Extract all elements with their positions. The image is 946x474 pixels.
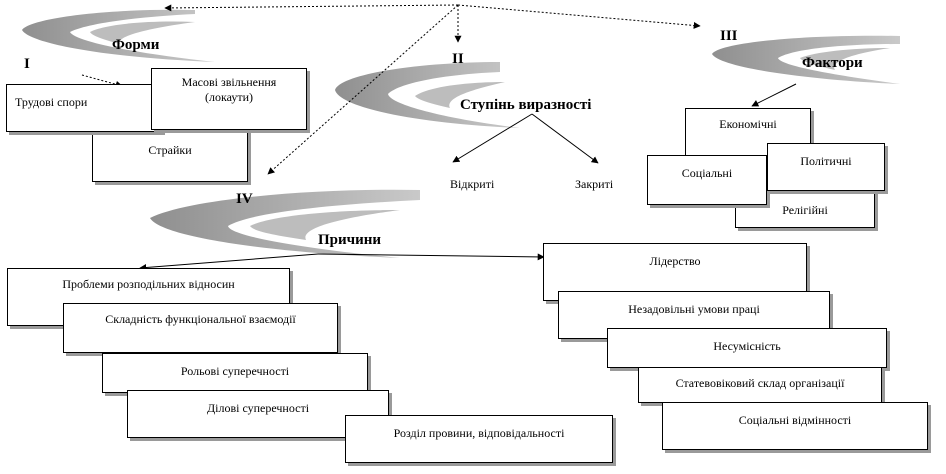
cause-left-4-label: Ділові суперечності [206, 401, 310, 415]
cause-right-3: Несумісність [607, 328, 887, 368]
section-4-title: Причини [318, 232, 382, 248]
cause-right-1-label: Лідерство [649, 254, 701, 268]
cause-right-5: Соціальні відмінності [662, 402, 928, 450]
section-4-numeral: IV [236, 191, 253, 207]
cause-left-5: Розділ провини, відповідальності [345, 415, 613, 463]
box-labor-disputes-label: Трудові спори [15, 95, 88, 109]
swoosh-shape-2 [335, 62, 520, 128]
box-economic: Економічні [685, 108, 811, 158]
solid-connectors [139, 83, 797, 271]
box-economic-label: Економічні [719, 117, 777, 131]
swoosh-shape-1 [22, 9, 215, 62]
box-political-label: Політичні [800, 154, 852, 168]
hub-connectors [81, 4, 701, 175]
box-social: Соціальні [647, 155, 767, 205]
cause-right-5-label: Соціальні відмінності [738, 413, 852, 427]
cause-right-3-label: Несумісність [713, 339, 781, 353]
box-political: Політичні [767, 143, 885, 191]
box-social-label: Соціальні [681, 166, 733, 180]
cause-left-2: Складність функціональної взаємодії [63, 303, 338, 353]
box-labor-disputes: Трудові спори [6, 84, 162, 132]
box-mass-layoffs-label: Масові звільнення (локаути) [181, 75, 277, 104]
cause-left-3-label: Рольові суперечності [180, 364, 290, 378]
cause-left-1-label: Проблеми розподільних відносин [62, 277, 235, 291]
box-strikes: Страйки [92, 130, 248, 182]
label-closed: Закриті [575, 177, 614, 191]
cause-right-4-label: Статевовіковий склад організації [675, 376, 845, 390]
label-open: Відкриті [450, 177, 495, 191]
box-strikes-label: Страйки [148, 143, 192, 157]
section-1-title: Форми [112, 37, 160, 53]
section-2-numeral: II [452, 51, 464, 67]
swoosh-shape-4 [150, 189, 420, 258]
cause-right-2-label: Незадовільні умови праці [628, 302, 760, 316]
cause-left-3: Рольові суперечності [102, 353, 368, 393]
box-mass-layoffs: Масові звільнення (локаути) [151, 68, 307, 130]
section-1-numeral: I [24, 56, 30, 72]
section-3-numeral: III [720, 28, 738, 44]
cause-left-2-label: Складність функціональної взаємодії [105, 312, 296, 326]
section-2-title: Ступінь виразності [460, 97, 592, 113]
box-religious: Релігійні [735, 190, 875, 228]
cause-right-4: Статевовіковий склад організації [638, 367, 882, 403]
cause-left-5-label: Розділ провини, відповідальності [393, 426, 565, 440]
section-3-title: Фактори [802, 55, 863, 71]
box-religious-label: Релігійні [782, 203, 828, 217]
swoosh-shape-3 [712, 35, 900, 84]
